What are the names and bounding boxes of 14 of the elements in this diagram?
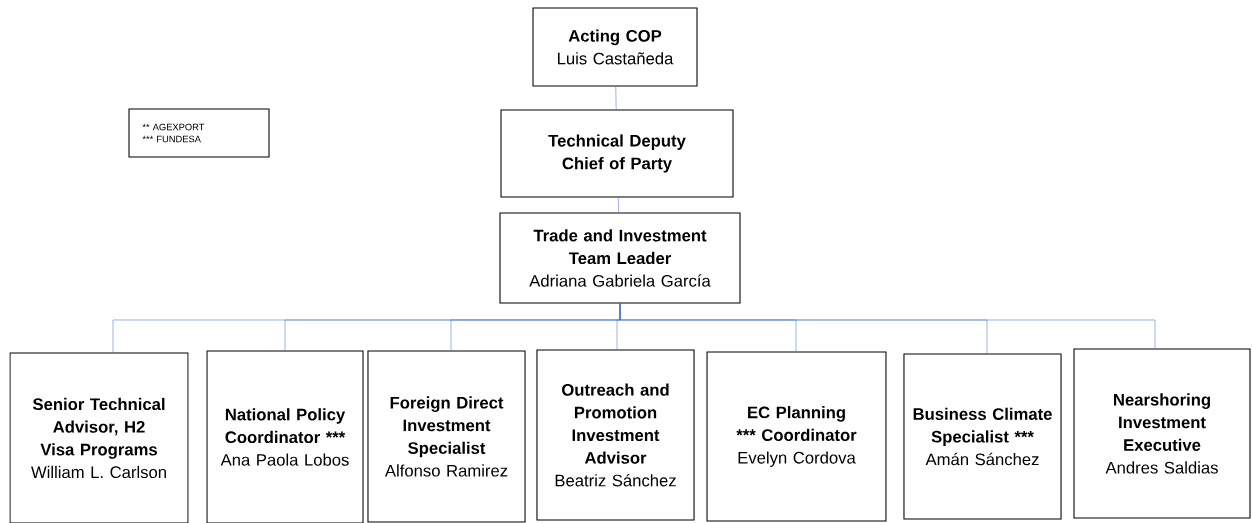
position-box: Acting COP Luis Castañeda [532, 7, 698, 87]
connector-line [618, 197, 619, 213]
connector-line [619, 303, 1156, 349]
position-box: Foreign Direct Investment Specialist Alfonso Ramirez [367, 350, 526, 523]
position-box: Nearshoring Investment Executive Andres Saldias [1073, 348, 1251, 519]
position-box: Outreach and Promotion Investment Advisor Beatriz Sánchez [536, 349, 695, 521]
position-box: Senior Technical Advisor, H2 Visa Programs William L. Carlson [9, 352, 189, 523]
position-box: National Policy Coordinator *** Ana Paola Lobos [206, 350, 364, 523]
position-box: EC Planning *** Coordinator Evelyn Cordova [706, 351, 887, 522]
connector-line [615, 86, 617, 110]
position-box: Business Climate Specialist *** Amán Sánchez [903, 353, 1062, 520]
position-box: Technical Deputy Chief of Party [500, 109, 734, 198]
key-box: ** AGEXPORT *** FUNDESA [128, 108, 270, 158]
position-box: Trade and Investment Team Leader Adriana Gabriela García [499, 212, 741, 304]
